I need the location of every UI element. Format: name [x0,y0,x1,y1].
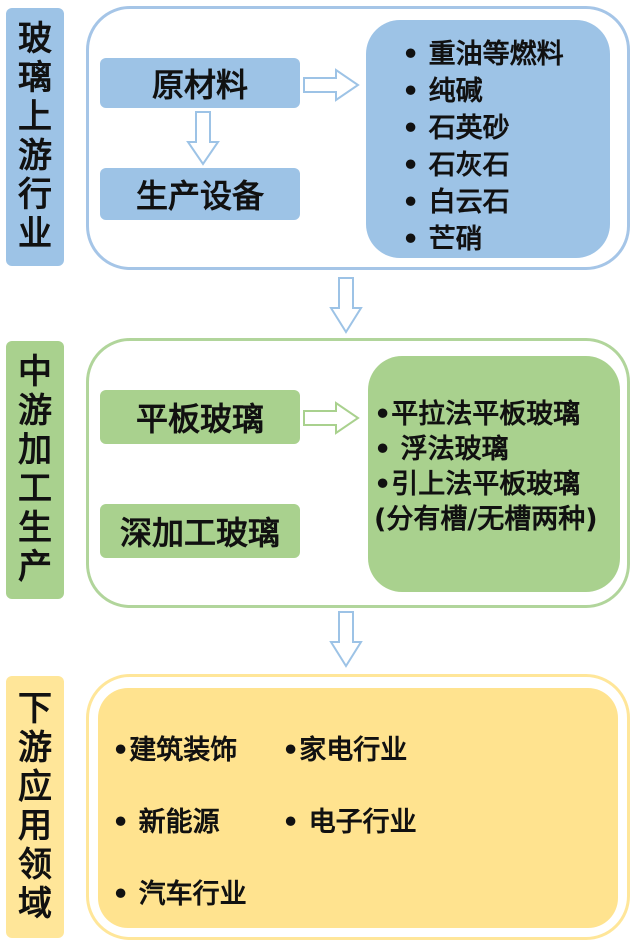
midstream-label-char: 游 [18,391,52,431]
list-item: •平拉法平板玻璃 [374,399,581,430]
list-item: • 浮法玻璃 [374,434,509,465]
equipment-box: 生产设备 [100,168,300,220]
deep-processed-glass-box: 深加工玻璃 [100,504,300,558]
downstream-label-char: 用 [18,806,52,846]
list-item: • 重油等燃料 [402,39,564,70]
equipment-label: 生产设备 [135,177,264,215]
upstream-label-char: 璃 [18,58,52,98]
upstream-label: 玻 璃 上 游 行 业 [6,8,64,266]
list-item: • 石灰石 [402,150,510,181]
raw-to-equipment-arrow-icon [186,111,220,166]
upstream-label-char: 游 [18,136,52,176]
list-item: • 芒硝 [402,224,483,255]
raw-materials-label: 原材料 [151,66,248,104]
upstream-label-char: 玻 [18,19,52,59]
application-item: •家电行业 [282,735,408,766]
upstream-label-char: 业 [18,214,52,254]
downstream-label-char: 应 [18,767,52,807]
midstream-to-downstream-arrow-icon [329,611,363,668]
list-item: •引上法平板玻璃 [374,469,581,500]
raw-to-list-arrow-icon [303,68,360,102]
downstream-label-char: 下 [18,689,52,729]
application-item: • 电子行业 [282,807,417,838]
deep-processed-glass-label: 深加工玻璃 [119,514,280,552]
midstream-products-list: •平拉法平板玻璃 • 浮法玻璃 •引上法平板玻璃 (分有槽/无槽两种) [368,356,620,592]
application-item: • 汽车行业 [112,879,247,910]
list-item: (分有槽/无槽两种) [374,504,598,535]
upstream-label-char: 上 [18,97,52,137]
upstream-label-char: 行 [18,175,52,215]
midstream-label: 中 游 加 工 生 产 [6,341,64,599]
flat-glass-label: 平板玻璃 [135,400,264,438]
application-item: • 新能源 [112,807,220,838]
downstream-label-char: 域 [18,884,52,924]
midstream-label-char: 产 [18,547,52,587]
midstream-label-char: 中 [18,352,52,392]
application-item: •建筑装饰 [112,735,238,766]
flat-glass-box: 平板玻璃 [100,390,300,444]
list-item: • 石英砂 [402,113,510,144]
downstream-label-char: 领 [18,845,52,885]
midstream-label-char: 生 [18,508,52,548]
list-item: • 纯碱 [402,76,483,107]
upstream-to-midstream-arrow-icon [329,277,363,334]
flat-glass-to-list-arrow-icon [303,401,360,435]
downstream-label: 下 游 应 用 领 域 [6,676,64,938]
raw-materials-box: 原材料 [100,58,300,108]
list-item: • 白云石 [402,187,510,218]
midstream-label-char: 加 [18,430,52,470]
midstream-label-char: 工 [18,469,52,509]
upstream-materials-list: • 重油等燃料 • 纯碱 • 石英砂 • 石灰石 • 白云石 • 芒硝 [366,20,610,258]
downstream-label-char: 游 [18,728,52,768]
downstream-applications-box [98,688,618,928]
